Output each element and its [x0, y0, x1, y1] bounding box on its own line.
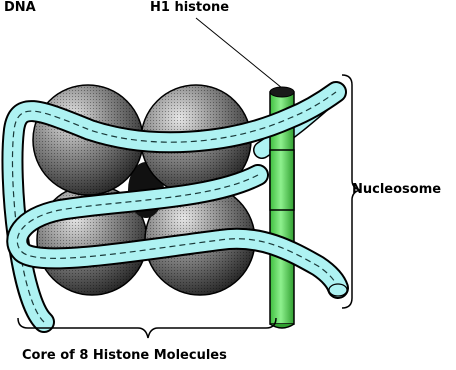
core-label: Core of 8 Histone Molecules: [22, 348, 227, 363]
h1-rod-front: [270, 150, 294, 210]
nucleosome-label: Nucleosome: [352, 182, 441, 197]
dna-label: DNA: [4, 0, 36, 15]
h1-leader-line: [196, 18, 282, 88]
h1-histone-label: H1 histone: [150, 0, 229, 15]
core-bracket: [18, 318, 276, 338]
